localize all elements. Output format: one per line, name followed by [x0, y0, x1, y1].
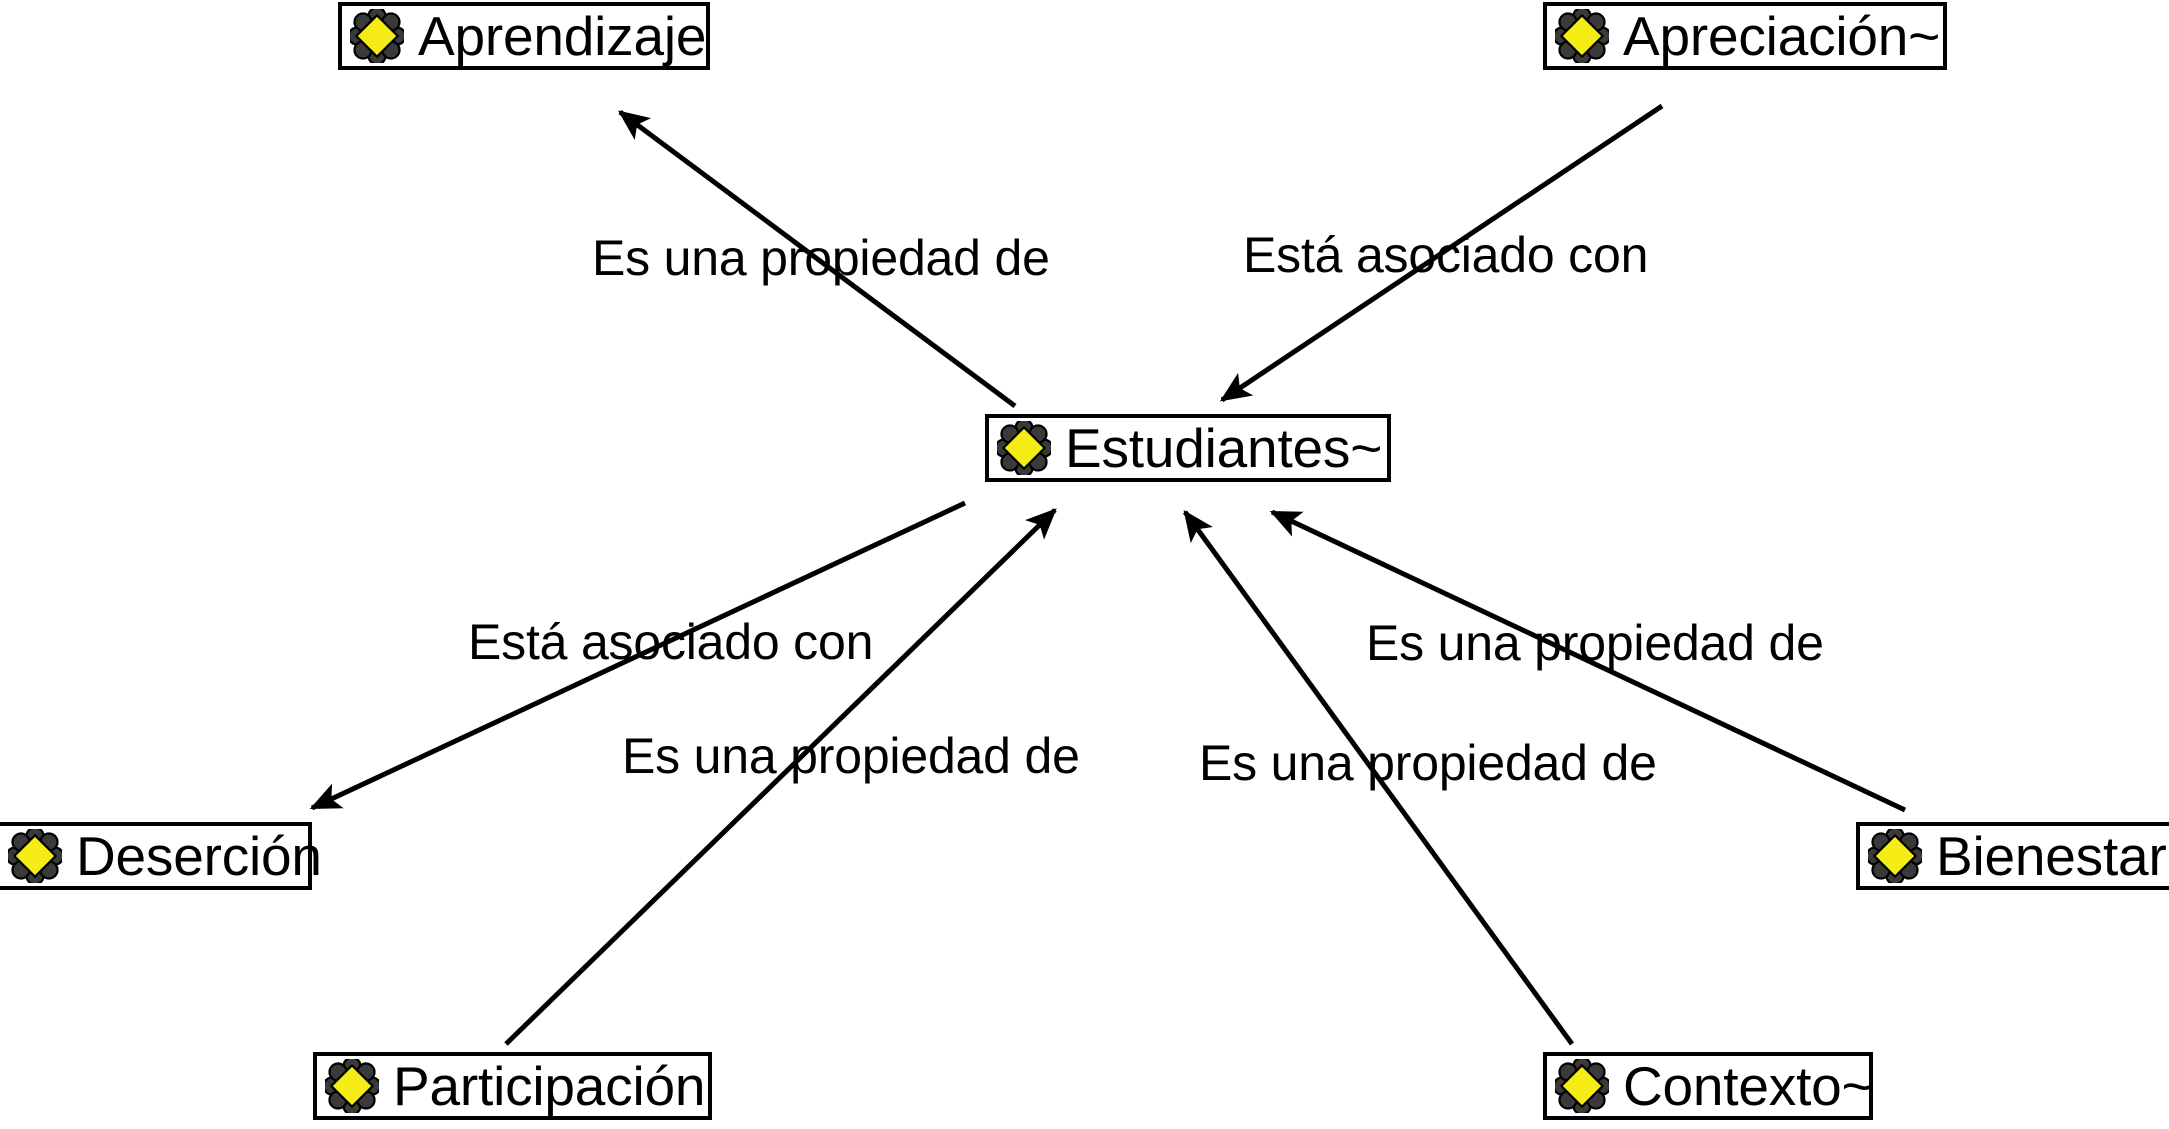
- node-label-bienestar: Bienestar: [1936, 824, 2167, 887]
- edge-label-bienestar-estudiantes: Es una propiedad de: [1366, 615, 1824, 671]
- node-participacion[interactable]: Participación: [313, 1052, 712, 1120]
- edge-bienestar-estudiantes[interactable]: [1269, 509, 1907, 813]
- edge-label-estudiantes-apreciacion: Está asociado con: [1243, 227, 1649, 283]
- edge-label-estudiantes-aprendizaje: Es una propiedad de: [592, 230, 1050, 286]
- node-label-estudiantes: Estudiantes~: [1065, 416, 1383, 479]
- node-desercion[interactable]: Deserción: [0, 822, 322, 890]
- yellow-diamond-concept-icon: [8, 829, 62, 883]
- node-label-desercion: Deserción: [76, 824, 322, 887]
- edge-participacion-estudiantes[interactable]: [504, 508, 1057, 1046]
- node-label-contexto: Contexto~: [1623, 1054, 1874, 1117]
- yellow-diamond-concept-icon: [1868, 829, 1922, 883]
- node-estudiantes[interactable]: Estudiantes~: [985, 414, 1391, 482]
- yellow-diamond-concept-icon: [1555, 9, 1609, 63]
- yellow-diamond-concept-icon: [997, 421, 1051, 475]
- node-contexto[interactable]: Contexto~: [1543, 1052, 1874, 1120]
- edge-label-participacion-estudiantes: Es una propiedad de: [622, 728, 1080, 784]
- edge-label-contexto-estudiantes: Es una propiedad de: [1199, 735, 1657, 791]
- node-label-aprendizaje: Aprendizaje: [418, 4, 707, 67]
- node-label-apreciacion: Apreciación~: [1623, 4, 1941, 67]
- edge-estudiantes-desercion[interactable]: [309, 500, 967, 811]
- yellow-diamond-concept-icon: [325, 1059, 379, 1113]
- edge-estudiantes-apreciacion[interactable]: [1219, 103, 1664, 403]
- yellow-diamond-concept-icon: [350, 9, 404, 63]
- edge-contexto-estudiantes[interactable]: [1182, 509, 1575, 1046]
- yellow-diamond-concept-icon: [1555, 1059, 1609, 1113]
- node-bienestar[interactable]: Bienestar: [1856, 822, 2169, 890]
- node-aprendizaje[interactable]: Aprendizaje: [338, 2, 710, 70]
- node-label-participacion: Participación: [393, 1054, 706, 1117]
- edge-label-estudiantes-desercion: Está asociado con: [468, 614, 874, 670]
- node-apreciacion[interactable]: Apreciación~: [1543, 2, 1947, 70]
- edge-estudiantes-aprendizaje[interactable]: [618, 109, 1017, 409]
